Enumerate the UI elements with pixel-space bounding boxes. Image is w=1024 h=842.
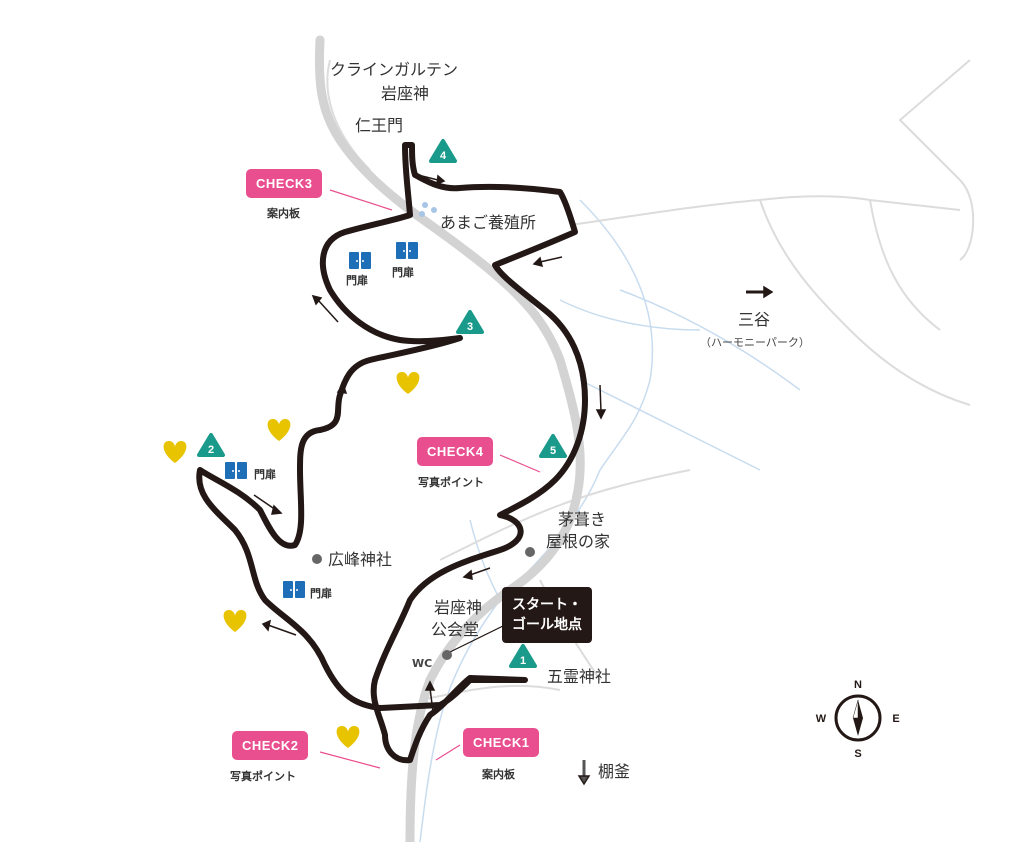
start-goal-line2: ゴール地点 xyxy=(512,617,582,633)
hiromine-dot xyxy=(312,554,322,564)
gate-label: 門扉 xyxy=(310,587,332,600)
check1-badge: CHECK1 xyxy=(463,728,540,757)
check2-badge: CHECK2 xyxy=(232,731,309,760)
waypoint-number-5: 5 xyxy=(550,445,556,457)
gate-icon xyxy=(396,242,418,259)
label-kayabuki-1: 茅葺き xyxy=(558,510,607,529)
waypoint-number-3: 3 xyxy=(467,321,473,333)
direction-arrows xyxy=(253,174,774,786)
gate-label: 門扉 xyxy=(392,266,414,279)
heart-icon xyxy=(223,610,247,632)
check4-badge: CHECK4 xyxy=(417,437,494,466)
compass-n: N xyxy=(854,679,862,691)
check2-caption: 写真ポイント xyxy=(230,770,296,783)
compass-e: E xyxy=(892,713,899,725)
waypoint-3 xyxy=(456,310,484,334)
main-road xyxy=(314,35,585,842)
heart-icon xyxy=(396,372,420,394)
check3-badge: CHECK3 xyxy=(246,169,323,198)
gate-icon xyxy=(283,581,305,598)
start-leader xyxy=(449,624,506,653)
heart-icon xyxy=(336,726,360,748)
waypoint-4 xyxy=(429,139,457,163)
waypoint-1 xyxy=(509,644,537,668)
check-leaders xyxy=(319,189,541,769)
waypoint-number-4: 4 xyxy=(440,150,447,162)
label-harmony-park: （ハーモニーパーク） xyxy=(700,336,810,349)
label-kayabuki-2: 屋根の家 xyxy=(546,532,611,551)
check3-caption: 案内板 xyxy=(267,207,300,220)
hiking-route xyxy=(196,142,588,764)
label-kominkan-1: 岩座神 xyxy=(434,598,483,617)
start-goal-line1: スタート・ xyxy=(512,597,582,613)
gate-icon xyxy=(349,252,371,269)
compass-w: W xyxy=(816,713,827,725)
heart-icon xyxy=(163,441,187,463)
label-tanagama: 棚釜 xyxy=(598,762,631,781)
waypoint-markers xyxy=(197,139,567,668)
waypoint-5 xyxy=(539,434,567,458)
kayabuki-dot xyxy=(525,547,535,557)
waypoint-2 xyxy=(197,433,225,457)
gate-label: 門扉 xyxy=(346,274,368,287)
label-gorei: 五霊神社 xyxy=(547,667,612,686)
heart-icon xyxy=(267,419,291,441)
amago-dots xyxy=(419,202,437,217)
label-kominkan-2: 公会堂 xyxy=(431,620,480,639)
label-iwakura-shrine: 岩座神 xyxy=(381,84,430,103)
start-goal-box: スタート・ ゴール地点 xyxy=(502,587,592,643)
label-amago: あまご養殖所 xyxy=(440,213,537,232)
waypoint-number-1: 1 xyxy=(520,655,526,667)
gate-icon xyxy=(225,462,247,479)
waypoint-number-2: 2 xyxy=(208,444,214,456)
compass-s: S xyxy=(854,748,861,760)
compass-rose xyxy=(834,694,882,742)
gate-markers xyxy=(225,242,418,598)
label-wc: WC xyxy=(412,657,433,670)
wc-dot xyxy=(442,650,452,660)
label-hiromine: 広峰神社 xyxy=(328,550,393,569)
check4-caption: 写真ポイント xyxy=(418,476,484,489)
check1-caption: 案内板 xyxy=(482,768,515,781)
label-niomon: 仁王門 xyxy=(355,116,404,135)
gate-label: 門扉 xyxy=(254,468,276,481)
waypoint-numbers: 1 2 3 4 5 xyxy=(208,150,556,667)
label-mitani: 三谷 xyxy=(738,310,771,329)
label-klein-garten: クラインガルテン xyxy=(330,60,459,79)
place-dots xyxy=(312,547,535,660)
heart-markers xyxy=(163,372,420,748)
compass-letters: N S E W xyxy=(816,679,900,760)
